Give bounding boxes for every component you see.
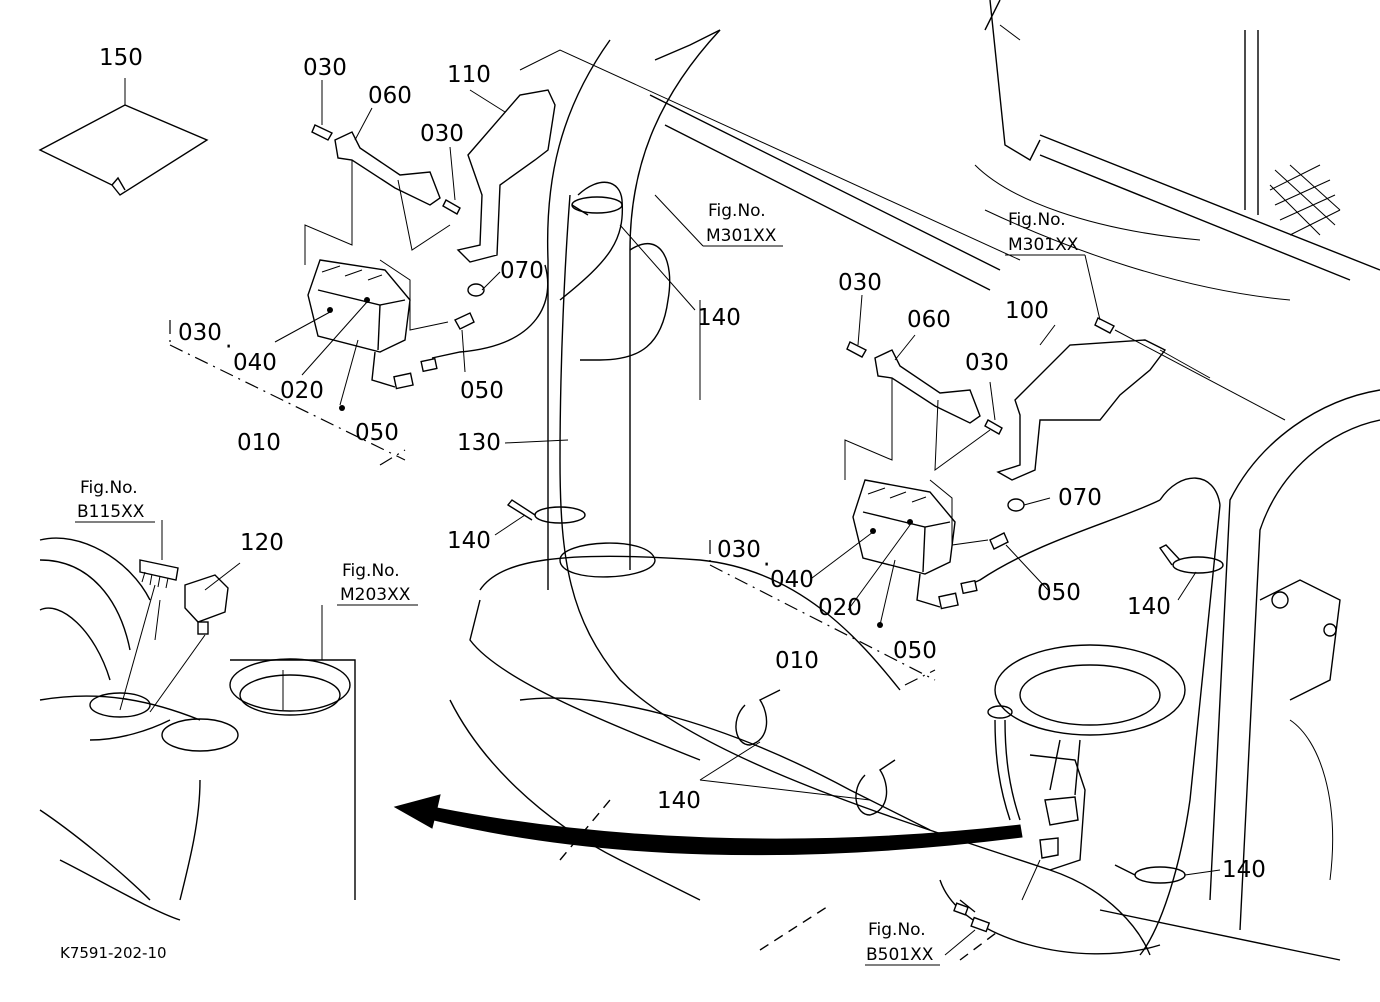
- fig-ref-b501-code: B501XX: [866, 945, 934, 965]
- label-140-right: 140: [1127, 594, 1171, 620]
- label-100: 100: [1005, 298, 1049, 324]
- leader-lines: [161, 80, 1221, 956]
- label-050-right-bolt: 050: [1037, 580, 1081, 606]
- label-130: 130: [457, 430, 501, 456]
- label-040-right: 040: [770, 567, 814, 593]
- label-060-right: 060: [907, 307, 951, 333]
- label-030-right-kit: 030: [717, 537, 761, 563]
- fig-ref-m301-right-code: M301XX: [1008, 235, 1079, 255]
- label-030-left-kit: 030: [178, 320, 222, 346]
- right-work-lamp-assembly: [709, 317, 1286, 686]
- left-work-lamp-assembly: [169, 89, 556, 466]
- label-060-left: 060: [368, 83, 412, 109]
- label-140-bottom: 140: [657, 788, 701, 814]
- label-040-left: 040: [233, 350, 277, 376]
- label-120: 120: [240, 530, 284, 556]
- label-140-bottom-right: 140: [1222, 857, 1266, 883]
- fig-ref-m301-left-label: Fig.No.: [708, 201, 766, 221]
- fig-ref-b115-code: B115XX: [77, 502, 145, 522]
- label-030-left-mid: 030: [420, 121, 464, 147]
- figure-references: Fig.No. M301XX Fig.No. M301XX Fig.No. B1…: [77, 201, 1079, 965]
- fig-ref-b115-label: Fig.No.: [80, 478, 138, 498]
- drawing-code: K7591-202-10: [60, 944, 167, 962]
- label-010-right: 010: [775, 648, 819, 674]
- label-140-top: 140: [697, 305, 741, 331]
- fig-ref-m301-right-label: Fig.No.: [1008, 210, 1066, 230]
- label-030-right-mid: 030: [965, 350, 1009, 376]
- label-020-left: 020: [280, 378, 324, 404]
- dot-right: ·: [763, 552, 770, 578]
- figure-ref-underlines: [75, 194, 1085, 966]
- label-030-top: 030: [303, 55, 347, 81]
- cab-frame-outline: [449, 0, 1380, 961]
- label-050-right-kit: 050: [893, 638, 937, 664]
- fig-ref-m301-left-code: M301XX: [706, 226, 777, 246]
- left-console-switch-area: [39, 537, 356, 921]
- label-140-left-mid: 140: [447, 528, 491, 554]
- view-direction-arrow: [393, 794, 1023, 856]
- label-030-right-top: 030: [838, 270, 882, 296]
- fig-ref-b501-label: Fig.No.: [868, 920, 926, 940]
- wire-harness-130: [431, 181, 1221, 956]
- part-labels: 150 110 030 060 030 070 140 030 · 040 02…: [99, 45, 1266, 883]
- label-070-left: 070: [500, 258, 544, 284]
- fig-ref-m203-label: Fig.No.: [342, 561, 400, 581]
- label-020-right: 020: [818, 595, 862, 621]
- label-010-left: 010: [237, 430, 281, 456]
- label-050-left-bolt: 050: [460, 378, 504, 404]
- right-dash-switch-area: [953, 754, 1086, 933]
- label-110: 110: [447, 62, 491, 88]
- label-150: 150: [99, 45, 143, 71]
- manual-sheet-150: [38, 78, 209, 196]
- label-070-right: 070: [1058, 485, 1102, 511]
- dot-left: ·: [225, 334, 232, 360]
- fig-ref-m203-code: M203XX: [340, 585, 411, 605]
- label-050-left-kit: 050: [355, 420, 399, 446]
